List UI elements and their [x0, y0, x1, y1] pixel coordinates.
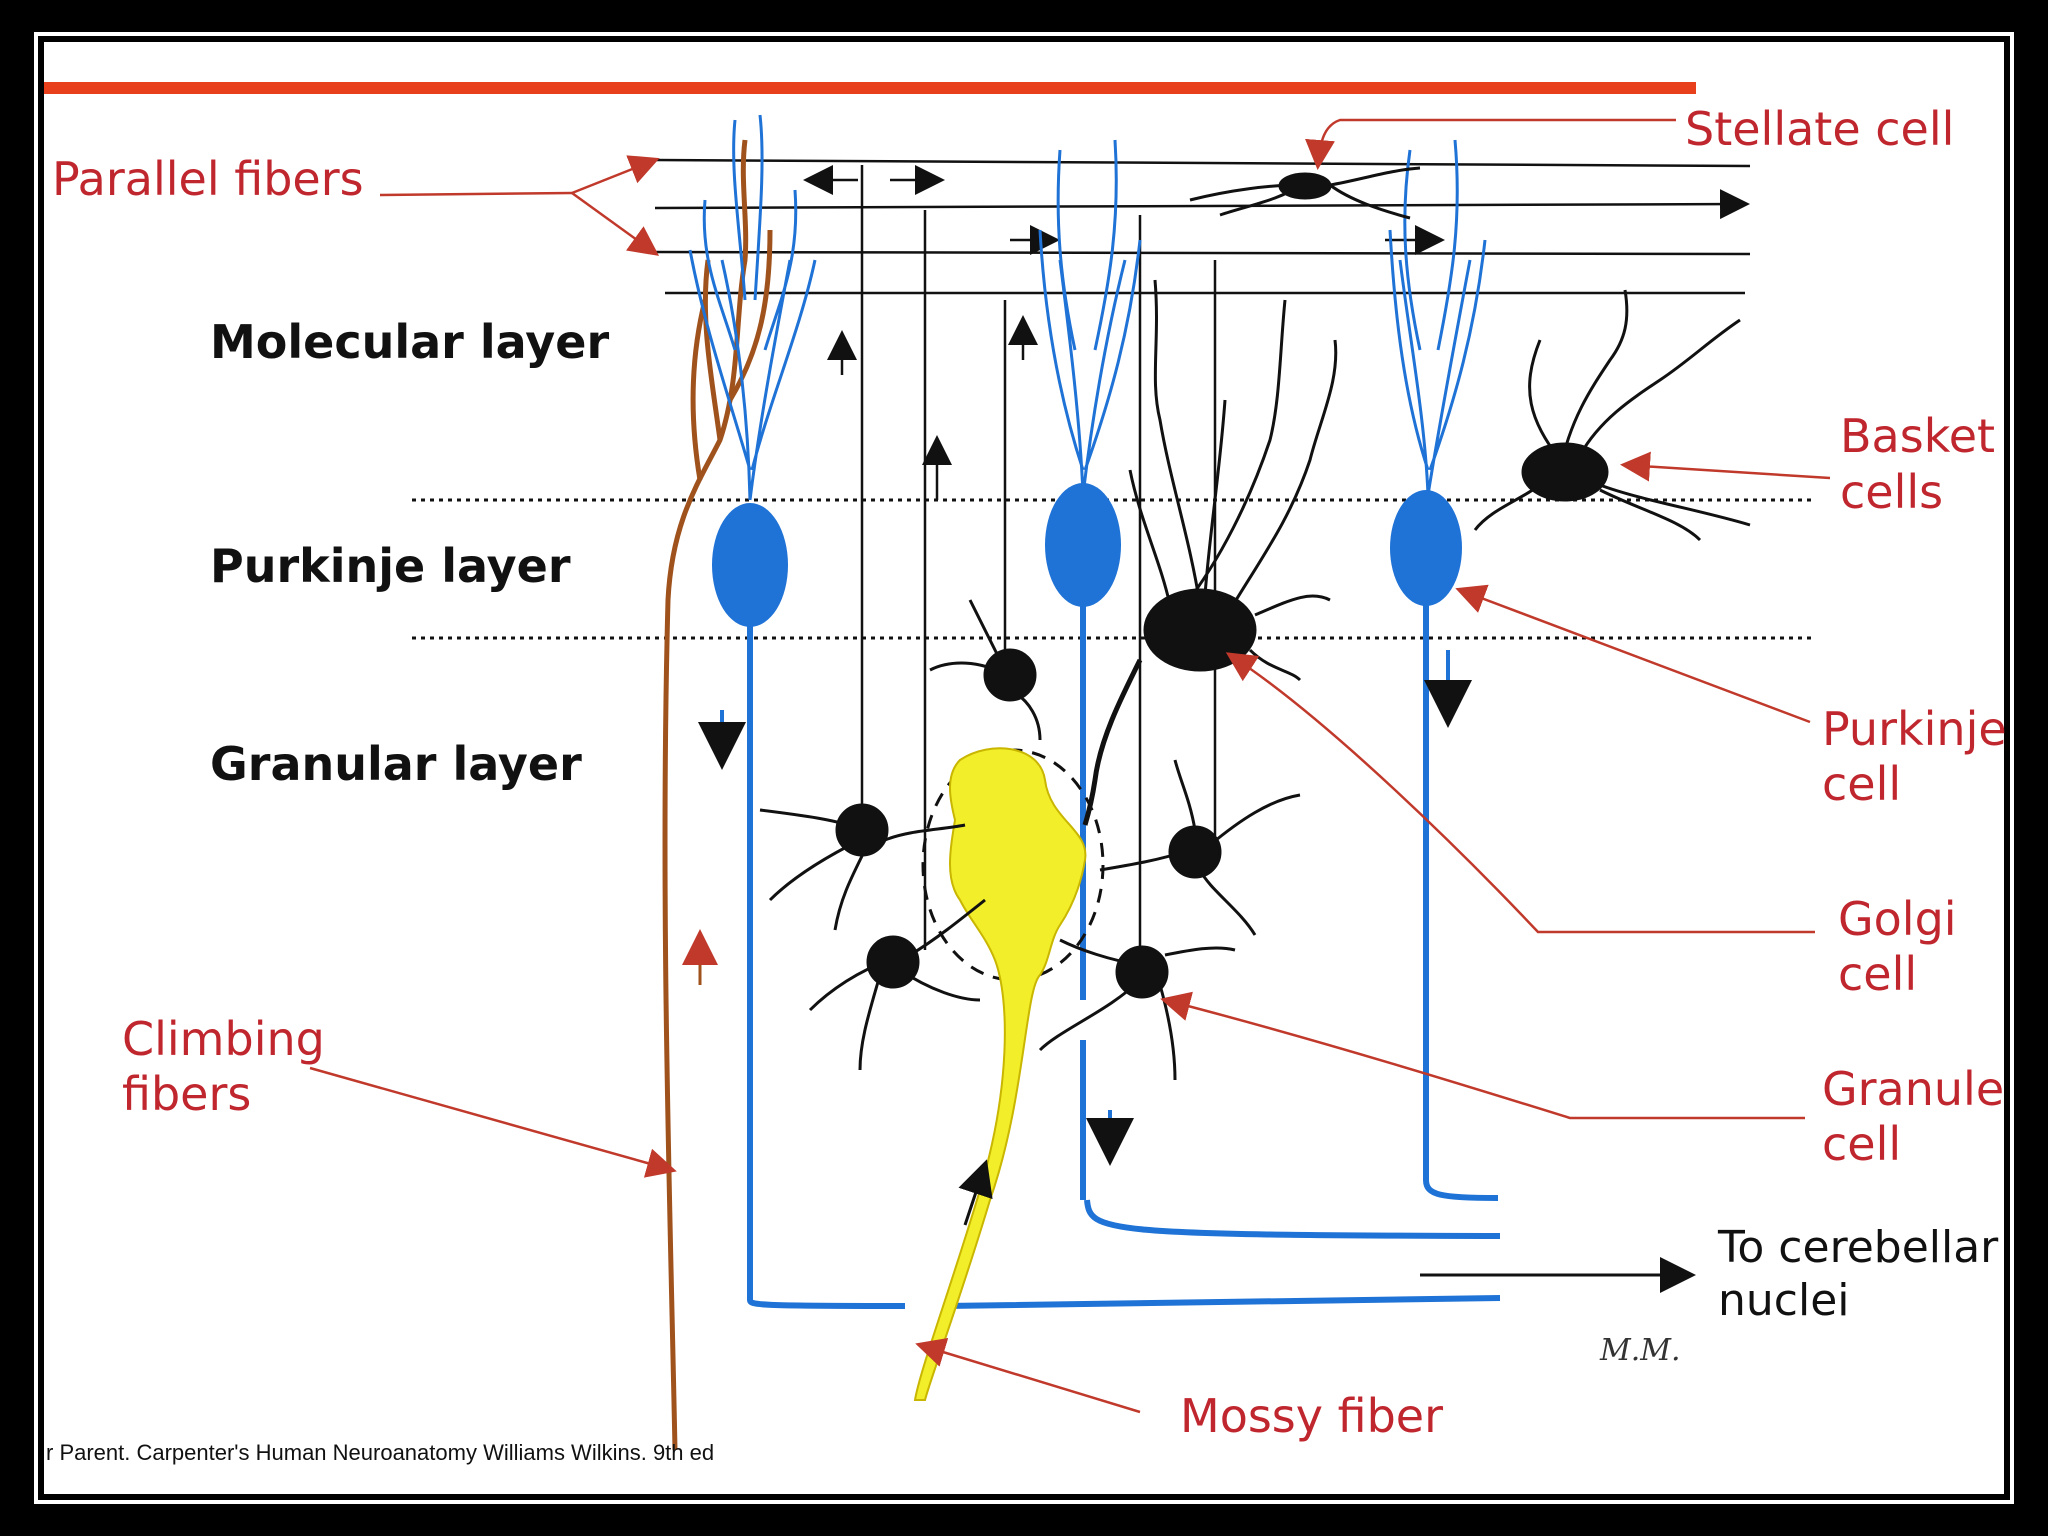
granule-cell-2 — [929, 599, 1042, 741]
granule-cell-4 — [1099, 759, 1301, 936]
climbing-fiber — [662, 139, 773, 1451]
granule-cell-5 — [1038, 938, 1236, 1081]
label-basket-cells-line2: cells — [1840, 465, 1943, 519]
label-stellate-cell: Stellate cell — [1685, 102, 1954, 156]
mossy-fiber — [913, 747, 1105, 1401]
granule-cell-3 — [808, 898, 986, 1071]
label-climbing-fibers-line1: Climbing — [122, 1012, 325, 1066]
granule-ascending-axons — [827, 165, 1217, 960]
granule-cell-1 — [759, 803, 966, 931]
golgi-cell — [1082, 279, 1338, 826]
basket-cell — [1473, 289, 1751, 542]
frame-inner-border — [34, 32, 2014, 1504]
purkinje-output-arrows — [698, 650, 1472, 1166]
label-to-cerebellar-nuclei-line1: To cerebellar — [1717, 1222, 1999, 1273]
label-parallel-fibers: Parallel fibers — [52, 152, 364, 206]
purkinje-axons-to-nuclei — [747, 1199, 1501, 1309]
label-golgi-cell-line1: Golgi — [1838, 892, 1957, 946]
stellate-cell — [1189, 166, 1421, 220]
label-purkinje-layer: Purkinje layer — [210, 539, 571, 593]
leader-lines — [309, 118, 1831, 1414]
label-granule-cell-line2: cell — [1822, 1117, 1901, 1171]
purkinje-cell-3 — [1388, 139, 1499, 1201]
label-purkinje-cell-line2: cell — [1822, 757, 1901, 811]
citation-text: r Parent. Carpenter's Human Neuroanatomy… — [46, 1440, 714, 1465]
label-purkinje-cell-line1: Purkinje — [1822, 702, 2007, 756]
label-granular-layer: Granular layer — [210, 737, 582, 791]
label-basket-cells-line1: Basket — [1840, 409, 1995, 463]
title-rule — [44, 82, 1696, 94]
label-to-cerebellar-nuclei-line2: nuclei — [1718, 1275, 1849, 1326]
purkinje-cell-2 — [1038, 139, 1142, 1200]
label-granule-cell-line1: Granule — [1822, 1062, 2004, 1116]
label-climbing-fibers-line2: fibers — [122, 1067, 251, 1121]
label-golgi-cell-line2: cell — [1838, 947, 1917, 1001]
parallel-fibers — [654, 158, 1751, 295]
purkinje-cell-1 — [688, 114, 817, 1300]
label-mossy-fiber: Mossy fiber — [1180, 1389, 1443, 1443]
artist-signature: M.M. — [1599, 1333, 1681, 1368]
label-molecular-layer: Molecular layer — [210, 315, 609, 369]
